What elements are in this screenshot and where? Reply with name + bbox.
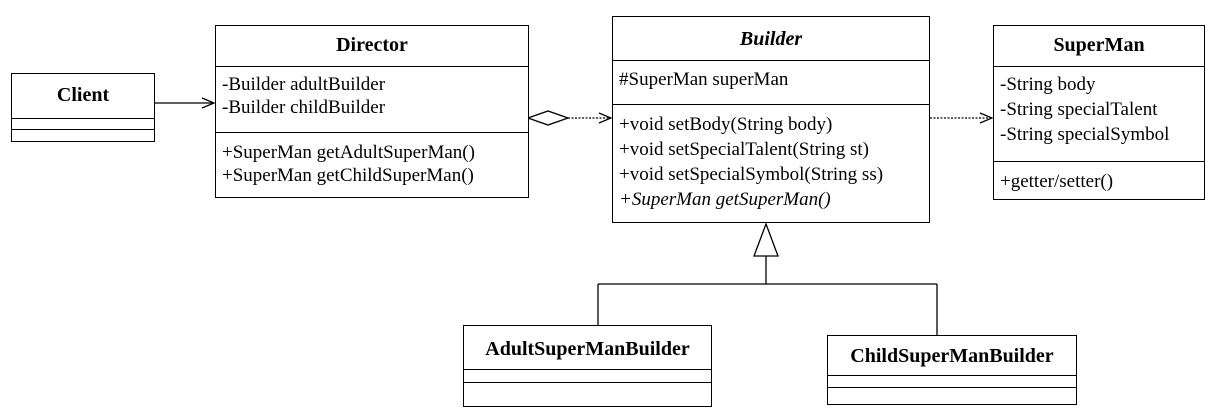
generalization-triangle bbox=[753, 222, 779, 257]
director-class-name: Director bbox=[216, 26, 528, 67]
director-operation: +SuperMan getAdultSuperMan() bbox=[222, 142, 475, 163]
child-builder-class: ChildSuperManBuilder bbox=[827, 335, 1077, 405]
child-builder-attributes bbox=[828, 376, 1076, 388]
client-class: Client bbox=[11, 73, 155, 142]
client-attributes bbox=[12, 119, 154, 130]
adult-builder-class-name: AdultSuperManBuilder bbox=[464, 326, 711, 370]
director-operations: +SuperMan getAdultSuperMan() +SuperMan g… bbox=[216, 133, 528, 187]
child-builder-class-name: ChildSuperManBuilder bbox=[828, 336, 1076, 376]
superman-attribute: -String specialTalent bbox=[1000, 99, 1158, 120]
builder-operation: +void setSpecialTalent(String st) bbox=[619, 139, 870, 160]
adult-builder-operations bbox=[464, 383, 711, 403]
client-class-name: Client bbox=[12, 74, 154, 119]
director-operation: +SuperMan getChildSuperMan() bbox=[222, 165, 474, 186]
adult-builder-attributes bbox=[464, 370, 711, 383]
child-builder-operations bbox=[828, 388, 1076, 400]
builder-attribute: #SuperMan superMan bbox=[619, 69, 789, 90]
superman-operation: +getter/setter() bbox=[1000, 171, 1114, 192]
builder-operation: +void setSpecialSymbol(String ss) bbox=[619, 164, 884, 185]
builder-abstract-operation: +SuperMan getSuperMan() bbox=[619, 189, 831, 210]
builder-operation: +void setBody(String body) bbox=[619, 114, 833, 135]
director-attribute: -Builder adultBuilder bbox=[222, 74, 386, 95]
builder-attributes: #SuperMan superMan bbox=[613, 61, 929, 105]
client-operations bbox=[12, 130, 154, 140]
superman-attribute: -String specialSymbol bbox=[1000, 124, 1170, 145]
director-attribute: -Builder childBuilder bbox=[222, 97, 386, 118]
builder-class-name: Builder bbox=[613, 17, 929, 61]
superman-operations: +getter/setter() bbox=[994, 162, 1204, 193]
director-class: Director -Builder adultBuilder -Builder … bbox=[215, 25, 529, 198]
builder-class: Builder #SuperMan superMan +void setBody… bbox=[612, 16, 930, 223]
director-attributes: -Builder adultBuilder -Builder childBuil… bbox=[216, 67, 528, 133]
superman-class: SuperMan -String body -String specialTal… bbox=[993, 25, 1205, 200]
adult-builder-class: AdultSuperManBuilder bbox=[463, 325, 712, 407]
aggregation-diamond bbox=[526, 110, 570, 126]
superman-attributes: -String body -String specialTalent -Stri… bbox=[994, 67, 1204, 162]
superman-attribute: -String body bbox=[1000, 74, 1096, 95]
builder-operations: +void setBody(String body) +void setSpec… bbox=[613, 105, 929, 212]
superman-class-name: SuperMan bbox=[994, 26, 1204, 67]
